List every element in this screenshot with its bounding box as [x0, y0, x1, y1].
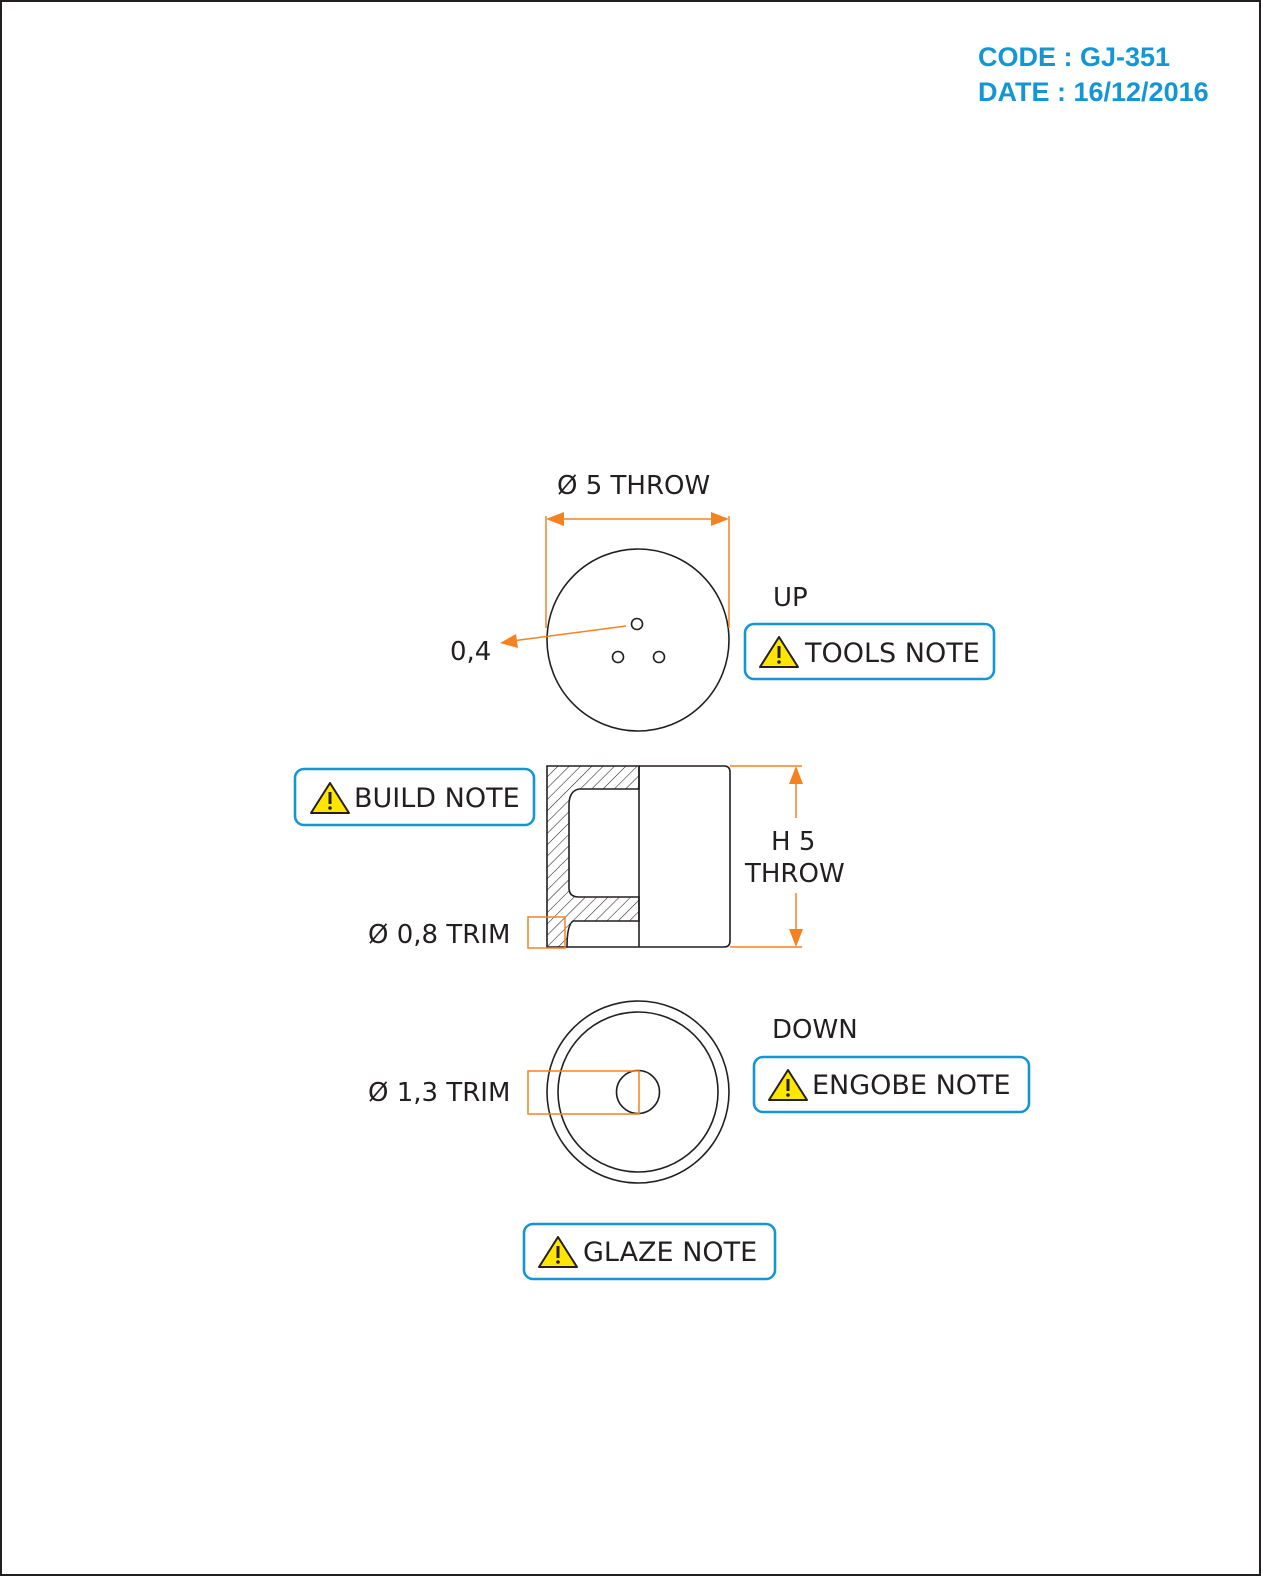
- height-dimension: H 5 THROW: [730, 765, 845, 948]
- up-label: UP: [773, 583, 808, 613]
- hole-label: 0,4: [450, 637, 491, 667]
- trim-large-callout: Ø 1,3 TRIM: [368, 1070, 640, 1115]
- tools-note-badge[interactable]: TOOLS NOTE: [743, 622, 996, 681]
- warning-triangle-icon: [759, 636, 799, 668]
- trim-large-label: Ø 1,3 TRIM: [368, 1078, 510, 1108]
- diameter-dimension: Ø 5 THROW: [545, 471, 730, 628]
- down-label: DOWN: [772, 1015, 858, 1045]
- trim-small-label: Ø 0,8 TRIM: [368, 920, 510, 950]
- side-section-view: [546, 765, 731, 948]
- bottom-inner-ring: [557, 1011, 719, 1173]
- height-label-line1: H 5: [771, 827, 815, 857]
- glaze-note-badge[interactable]: GLAZE NOTE: [522, 1222, 777, 1281]
- hole-top: [630, 617, 644, 631]
- engobe-note-badge[interactable]: ENGOBE NOTE: [752, 1055, 1031, 1114]
- top-view-outline: [546, 548, 730, 732]
- hole-right: [652, 650, 666, 664]
- tools-note-label: TOOLS NOTE: [804, 638, 980, 669]
- code-text: CODE : GJ-351: [978, 42, 1170, 72]
- bottom-outer-ring: [546, 1000, 730, 1184]
- side-outline: [639, 765, 731, 948]
- date-text: DATE : 16/12/2016: [978, 77, 1209, 107]
- section-hatch: [546, 765, 640, 948]
- warning-triangle-icon: [768, 1069, 808, 1101]
- warning-triangle-icon: [310, 782, 350, 814]
- height-label-line2: THROW: [744, 859, 845, 889]
- hole-leader: 0,4: [450, 625, 627, 667]
- diameter-label: Ø 5 THROW: [557, 471, 710, 501]
- bottom-view: [546, 1000, 730, 1184]
- trim-small-callout: Ø 0,8 TRIM: [368, 916, 566, 950]
- bottom-center-hole: [615, 1069, 661, 1115]
- build-note-label: BUILD NOTE: [354, 783, 520, 814]
- engobe-note-label: ENGOBE NOTE: [812, 1070, 1011, 1101]
- glaze-note-label: GLAZE NOTE: [583, 1237, 757, 1268]
- top-view: [546, 548, 730, 732]
- build-note-badge[interactable]: BUILD NOTE: [293, 767, 536, 827]
- hole-left: [611, 650, 625, 664]
- warning-triangle-icon: [538, 1236, 578, 1268]
